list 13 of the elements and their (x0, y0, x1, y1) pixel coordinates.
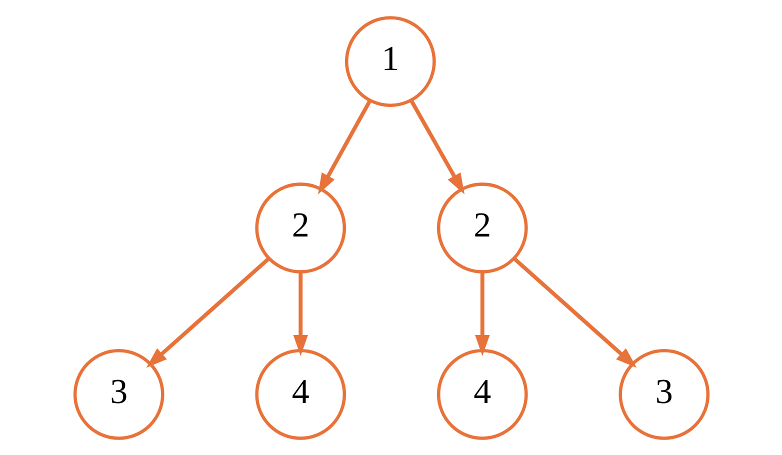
node-circle: 4 (254, 348, 346, 440)
node-circle: 2 (254, 182, 346, 273)
arrow (292, 271, 308, 356)
node-circle: 4 (436, 348, 528, 440)
arrow (409, 99, 464, 194)
arrow (318, 99, 372, 194)
node-circle: 3 (618, 348, 710, 440)
arrow (146, 256, 270, 368)
node-circle: 3 (72, 348, 164, 440)
arrow (512, 256, 636, 368)
arrow (474, 271, 490, 356)
node-circle: 1 (344, 16, 436, 106)
node-circle: 2 (436, 182, 528, 273)
